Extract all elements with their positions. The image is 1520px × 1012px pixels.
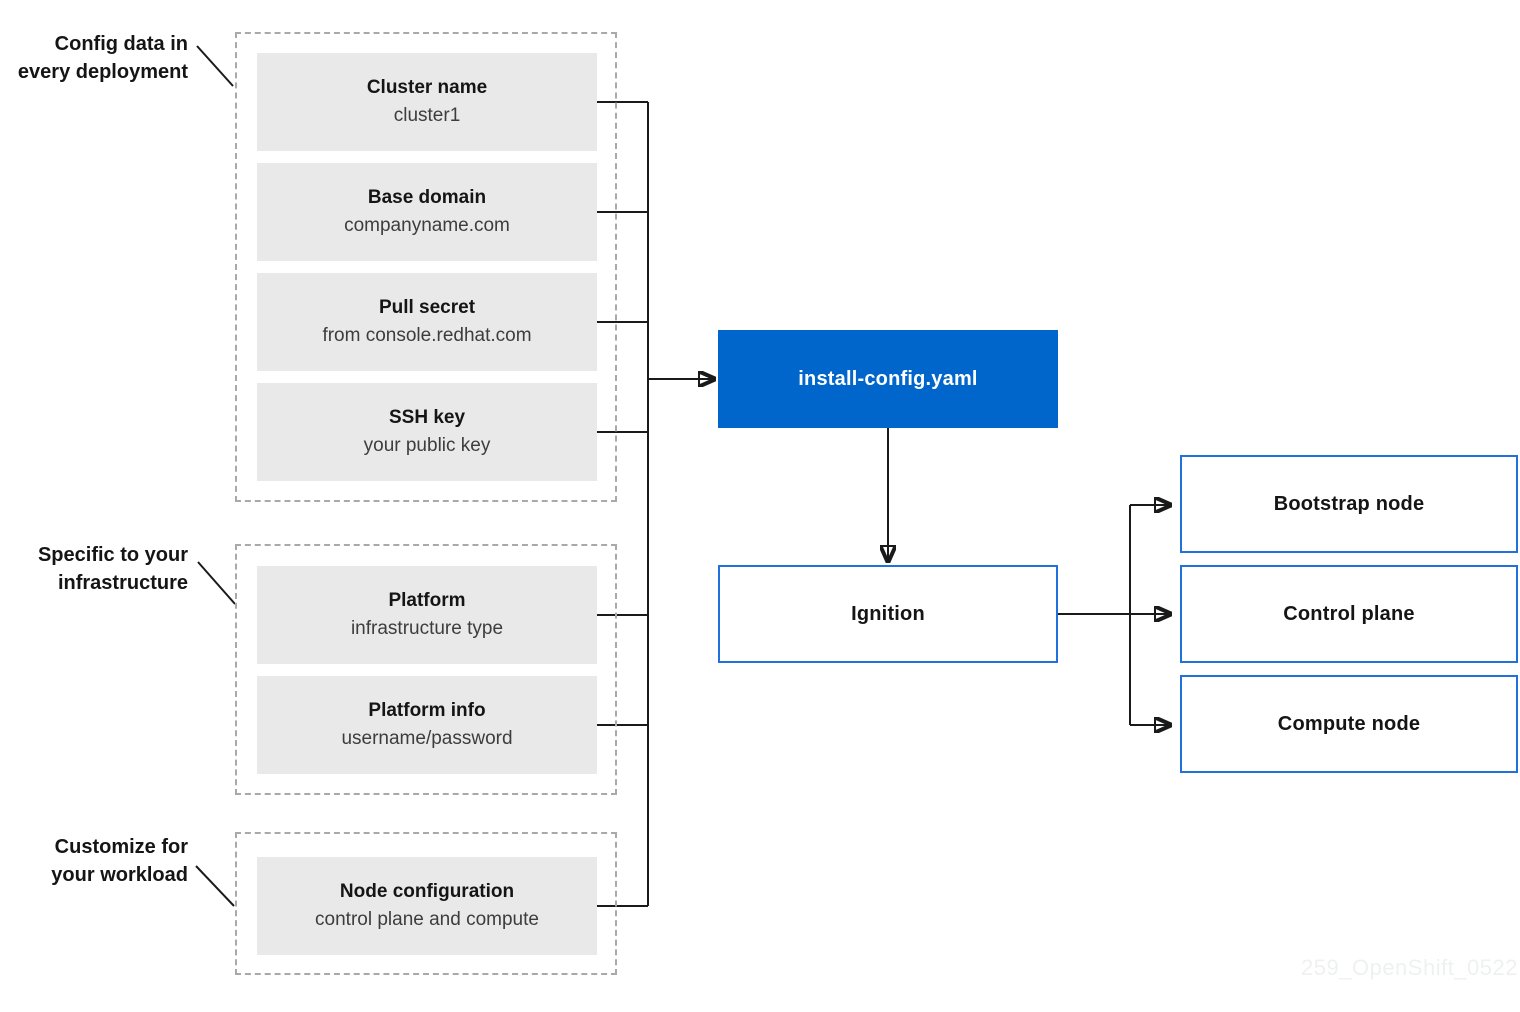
annotation-line: Specific to your — [37, 544, 188, 566]
item-platform: Platform infrastructure type — [257, 566, 597, 664]
item-title: Platform — [388, 590, 466, 611]
annotation-workload: Customize for your workload — [0, 833, 188, 889]
ignition-box: Ignition — [718, 565, 1058, 663]
item-subtitle: control plane and compute — [315, 909, 539, 930]
item-base-domain: Base domain companyname.com — [257, 163, 597, 261]
leader-line-workload — [195, 865, 235, 907]
watermark-text: 259_OpenShift_0522 — [1301, 955, 1518, 980]
item-subtitle: from console.redhat.com — [322, 325, 532, 346]
group-box-config-data — [235, 32, 617, 502]
install-config-yaml-box: install-config.yaml — [718, 330, 1058, 428]
item-title: Cluster name — [366, 77, 488, 98]
item-node-configuration: Node configuration control plane and com… — [257, 857, 597, 955]
leader-line-infrastructure — [197, 561, 236, 605]
item-subtitle: infrastructure type — [350, 618, 504, 639]
annotation-infrastructure: Specific to your infrastructure — [0, 541, 188, 597]
item-title: Pull secret — [378, 297, 476, 318]
item-subtitle: your public key — [363, 435, 491, 456]
annotation-line: Customize for — [54, 836, 188, 858]
item-platform-info: Platform info username/password — [257, 676, 597, 774]
item-title: SSH key — [388, 407, 466, 428]
leader-line-config-data — [196, 45, 234, 87]
bootstrap-node-label: Bootstrap node — [1273, 492, 1425, 515]
group-box-infrastructure — [235, 544, 617, 795]
bootstrap-node-box: Bootstrap node — [1180, 455, 1518, 553]
compute-node-label: Compute node — [1277, 712, 1421, 735]
item-cluster-name: Cluster name cluster1 — [257, 53, 597, 151]
item-title: Node configuration — [339, 881, 515, 902]
group-box-workload — [235, 832, 617, 975]
annotation-line: infrastructure — [57, 572, 188, 594]
ignition-label: Ignition — [851, 602, 925, 625]
control-plane-box: Control plane — [1180, 565, 1518, 663]
item-subtitle: username/password — [341, 728, 513, 749]
item-title: Platform info — [368, 700, 486, 721]
install-config-yaml-label: install-config.yaml — [798, 367, 978, 390]
item-pull-secret: Pull secret from console.redhat.com — [257, 273, 597, 371]
annotation-line: your workload — [51, 864, 188, 886]
item-subtitle: companyname.com — [344, 215, 510, 236]
control-plane-label: Control plane — [1283, 602, 1415, 625]
annotation-line: every deployment — [17, 61, 188, 83]
annotation-line: Config data in — [54, 33, 188, 55]
compute-node-box: Compute node — [1180, 675, 1518, 773]
item-title: Base domain — [367, 187, 487, 208]
item-subtitle: cluster1 — [393, 105, 461, 126]
annotation-config-data: Config data in every deployment — [0, 30, 188, 86]
item-ssh-key: SSH key your public key — [257, 383, 597, 481]
